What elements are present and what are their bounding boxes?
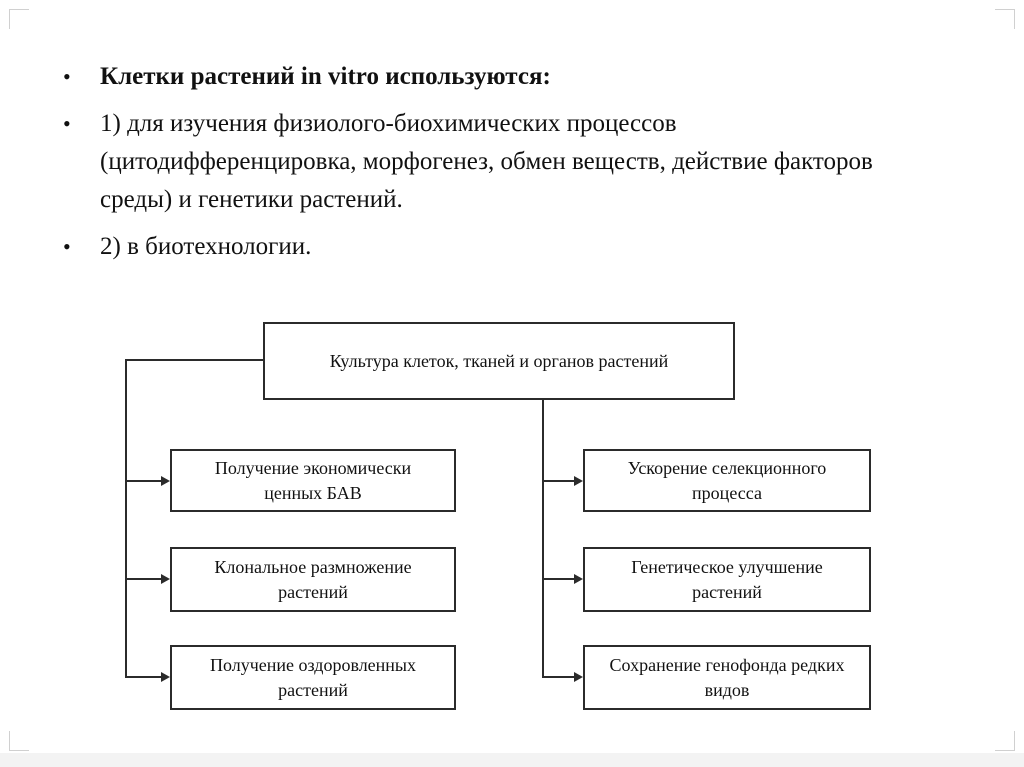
right-node-box-3: Сохранение генофонда редких видов xyxy=(583,645,871,710)
arrowhead-left-1 xyxy=(161,476,170,486)
bullet-text-point-2: 2) в биотехнологии. xyxy=(100,233,312,260)
right-node-box-2: Генетическое улучшение растений xyxy=(583,547,871,612)
bullet-marker: • xyxy=(63,234,71,259)
corner-mark-top-right xyxy=(995,9,1015,29)
right-node-box-1: Ускорение селекционного процесса xyxy=(583,449,871,512)
root-node-box: Культура клеток, тканей и органов растен… xyxy=(263,322,735,400)
connector-left-2 xyxy=(125,578,161,580)
corner-mark-bottom-right xyxy=(995,731,1015,751)
connector-root-to-left-trunk xyxy=(125,359,265,361)
bullet-item: • 2) в биотехнологии. xyxy=(63,228,923,266)
corner-mark-bottom-left xyxy=(9,731,29,751)
connector-right-2 xyxy=(542,578,575,580)
connector-left-3 xyxy=(125,676,161,678)
left-node-box-3: Получение оздоровленных растений xyxy=(170,645,456,710)
arrowhead-right-3 xyxy=(574,672,583,682)
left-node-box-2: Клональное размножение растений xyxy=(170,547,456,612)
bullet-item: • 1) для изучения физиолого-биохимически… xyxy=(63,105,923,219)
arrowhead-left-3 xyxy=(161,672,170,682)
bottom-strip xyxy=(0,753,1024,767)
arrowhead-right-2 xyxy=(574,574,583,584)
bullet-marker: • xyxy=(63,111,71,136)
bullet-text-title: Клетки растений in vitro используются: xyxy=(100,63,551,90)
connector-right-1 xyxy=(542,480,575,482)
arrowhead-right-1 xyxy=(574,476,583,486)
bullet-list: • Клетки растений in vitro используются:… xyxy=(63,58,923,275)
connector-right-3 xyxy=(542,676,575,678)
bullet-text-point-1: 1) для изучения физиолого-биохимических … xyxy=(100,110,873,213)
right-trunk-line xyxy=(542,400,544,678)
arrowhead-left-2 xyxy=(161,574,170,584)
left-trunk-line xyxy=(125,359,127,678)
bullet-marker: • xyxy=(63,64,71,89)
bullet-item: • Клетки растений in vitro используются: xyxy=(63,58,923,96)
left-node-box-1: Получение экономически ценных БАВ xyxy=(170,449,456,512)
connector-left-1 xyxy=(125,480,161,482)
corner-mark-top-left xyxy=(9,9,29,29)
